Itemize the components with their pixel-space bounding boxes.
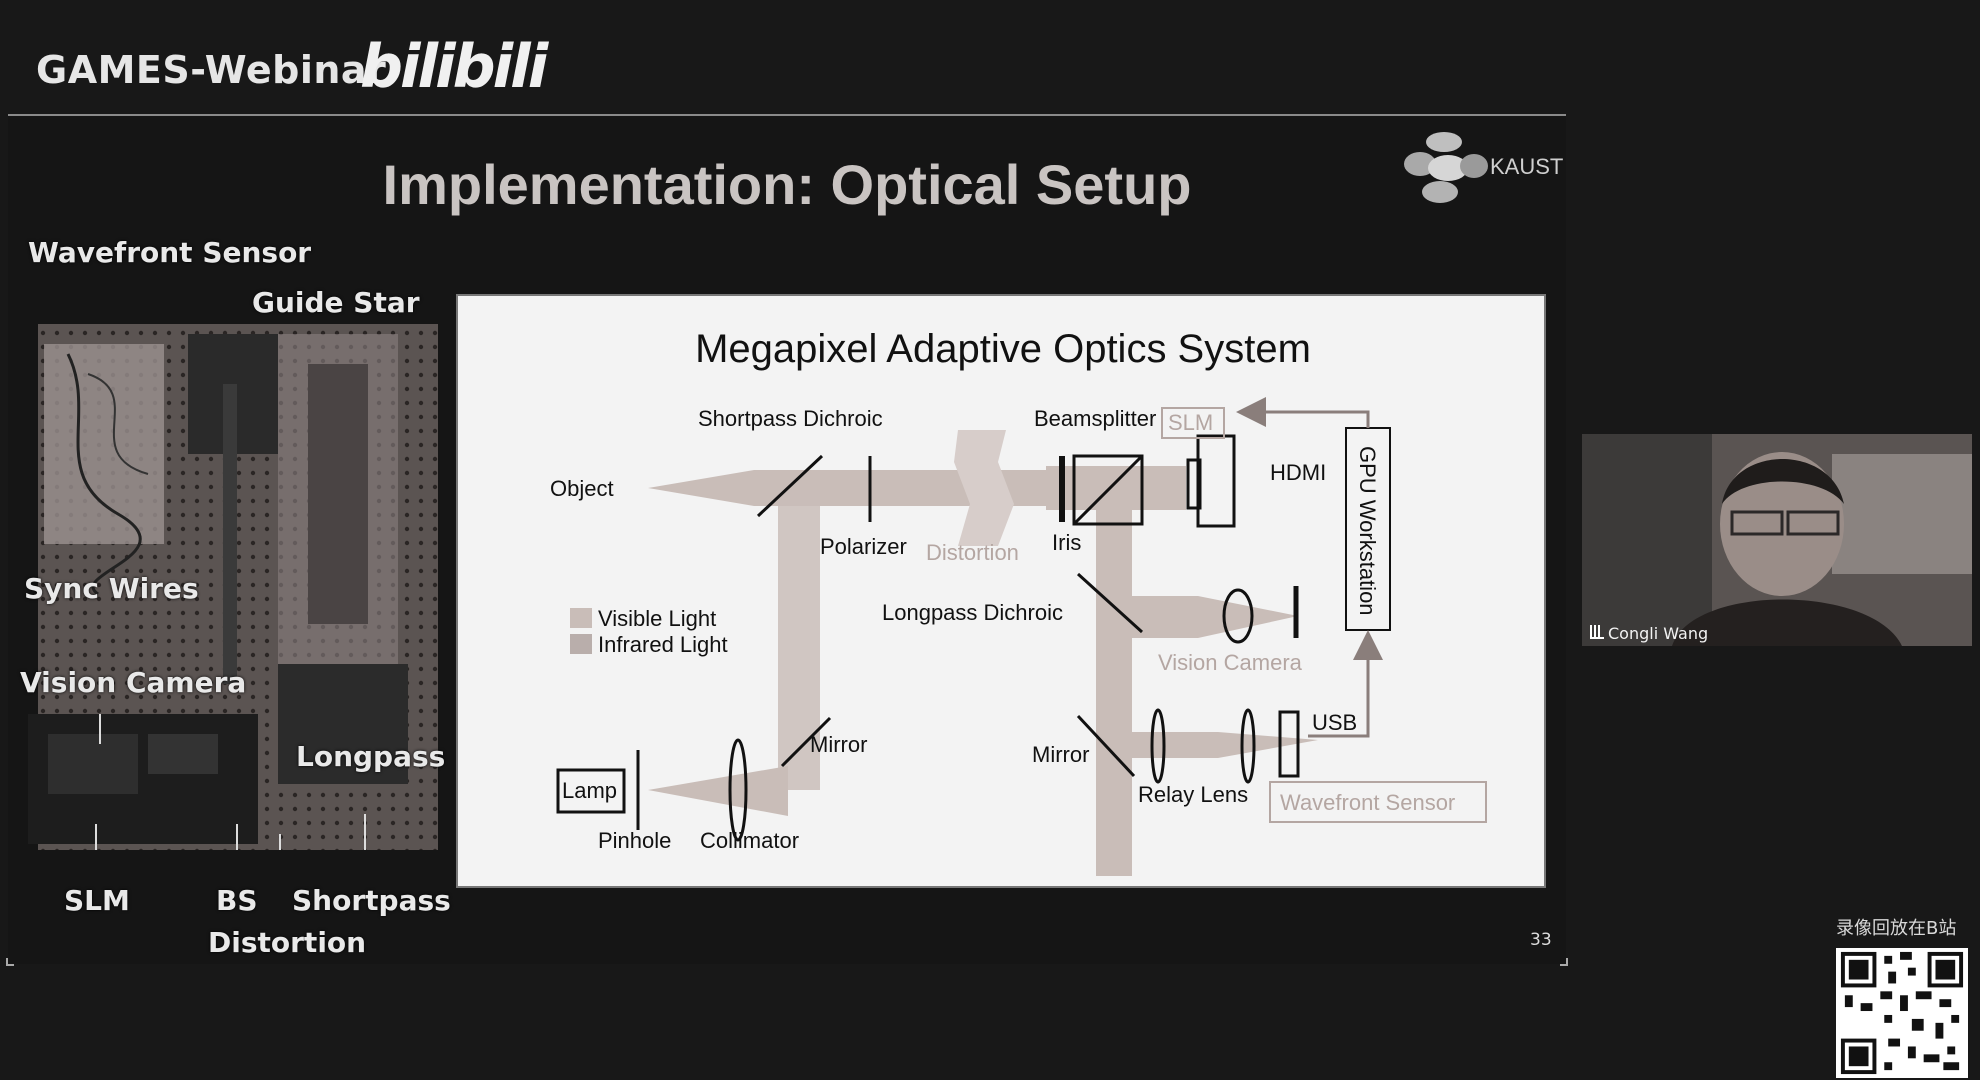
label-vision-camera: Vision Camera — [1158, 650, 1303, 675]
lamp-box — [556, 768, 626, 814]
signal-bars-icon — [1590, 625, 1604, 639]
optical-diagram: Megapixel Adaptive Optics System — [456, 294, 1546, 888]
label-pinhole: Pinhole — [598, 828, 671, 853]
photo-label-shortpass: Shortpass — [292, 884, 451, 917]
label-hdmi: HDMI — [1270, 460, 1326, 485]
label-mirror-right: Mirror — [1032, 742, 1089, 767]
label-beamsplitter: Beamsplitter — [1034, 406, 1156, 431]
photo-label-guide-star: Guide Star — [252, 286, 420, 319]
participant-video-frame — [1582, 434, 1972, 646]
webinar-brand: GAMES-Webinar — [36, 48, 387, 92]
bilibili-logo: bilibili — [360, 32, 548, 102]
photo-label-longpass: Longpass — [296, 740, 446, 773]
kaust-logo-text: KAUST — [1490, 154, 1564, 179]
optical-diagram-canvas: Megapixel Adaptive Optics System — [550, 327, 1487, 876]
label-gpu-workstation: GPU Workstation — [1355, 446, 1380, 616]
kaust-logo-icon — [1404, 132, 1488, 203]
participant-video[interactable] — [1582, 434, 1972, 646]
participant-name: Congli Wang — [1590, 624, 1708, 643]
distortion-element — [954, 430, 1014, 546]
label-mirror-left: Mirror — [810, 732, 867, 757]
usb-connection — [1308, 630, 1383, 738]
slm-label-box — [1161, 407, 1225, 439]
photo-label-wavefront-sensor: Wavefront Sensor — [28, 236, 312, 269]
infrared-light-swatch — [570, 634, 592, 654]
label-distortion: Distortion — [926, 540, 1019, 565]
relay-lens-1 — [1150, 708, 1166, 784]
photo-label-vision-camera: Vision Camera — [20, 666, 247, 699]
photo-label-distortion: Distortion — [208, 926, 367, 959]
longpass-dichroic-mirror — [1076, 572, 1144, 634]
slm-device — [1196, 434, 1236, 528]
label-wavefront-sensor: Wavefront Sensor — [1280, 790, 1455, 815]
slide-corner-marker — [6, 958, 14, 966]
label-shortpass-dichroic: Shortpass Dichroic — [698, 406, 883, 431]
beamsplitter-cube — [1072, 454, 1144, 526]
label-longpass-dichroic: Longpass Dichroic — [882, 600, 1063, 625]
photo-label-bs: BS — [216, 884, 258, 917]
wavefront-sensor-label-box — [1269, 781, 1487, 823]
wavefront-sensor-device — [1278, 710, 1300, 778]
label-polarizer: Polarizer — [820, 534, 907, 559]
label-object: Object — [550, 476, 614, 501]
collimator-lens — [728, 738, 748, 842]
visible-light-swatch — [570, 608, 592, 628]
mirror-right-element — [1076, 714, 1136, 778]
participant-name-text: Congli Wang — [1608, 624, 1709, 643]
mirror-left-element — [780, 716, 832, 768]
label-relay-lens: Relay Lens — [1138, 782, 1248, 807]
vision-camera-lens — [1222, 588, 1254, 644]
relay-lens-2 — [1240, 708, 1256, 784]
photo-label-sync-wires: Sync Wires — [24, 572, 199, 605]
label-slm: SLM — [1168, 410, 1213, 435]
label-lamp: Lamp — [562, 778, 617, 803]
visible-light-beam — [648, 466, 1318, 876]
hdmi-connection — [1236, 397, 1370, 428]
slide-corner-marker — [1560, 958, 1568, 966]
photo-label-slm: SLM — [64, 884, 130, 917]
label-usb: USB — [1312, 710, 1357, 735]
qr-caption: 录像回放在B站 — [1836, 918, 1957, 939]
label-visible-light: Visible Light — [598, 606, 716, 631]
diagram-title: Megapixel Adaptive Optics System — [695, 327, 1311, 371]
label-collimator: Collimator — [700, 828, 799, 853]
slide-page-number: 33 — [1530, 930, 1552, 950]
label-infrared-light: Infrared Light — [598, 632, 728, 657]
label-iris: Iris — [1052, 530, 1081, 555]
slide-title: Implementation: Optical Setup — [382, 153, 1192, 216]
qr-code-icon[interactable] — [1836, 948, 1968, 1078]
shortpass-dichroic-mirror — [756, 454, 824, 518]
lab-setup-photo — [8, 214, 438, 850]
